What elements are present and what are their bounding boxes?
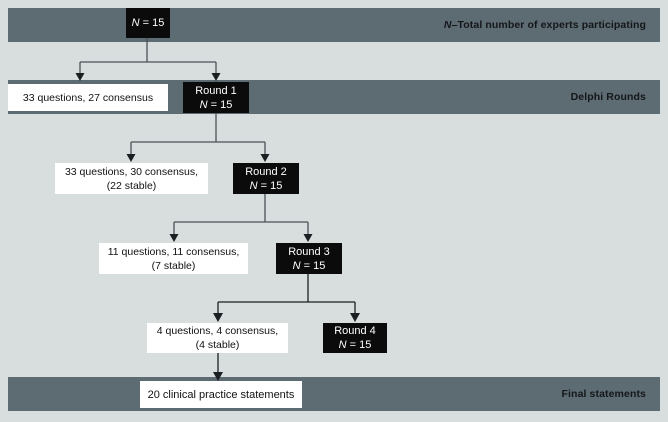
root-experts-box: N = 15 xyxy=(126,8,170,38)
result-round-1-box: 33 questions, 27 consensus xyxy=(8,84,168,111)
round-4-title: Round 4 xyxy=(334,325,376,337)
round-2-box: Round 2 N = 15 xyxy=(233,163,299,194)
round-3-title: Round 3 xyxy=(288,245,330,258)
result-round-1-line-1: 33 questions, 27 consensus xyxy=(22,91,154,104)
round-4-n: N = 15 xyxy=(338,339,372,351)
band-experts-label: N–Total number of experts participating xyxy=(444,19,646,31)
round-3-box: Round 3 N = 15 xyxy=(276,243,342,274)
final-statements-text: 20 clinical practice statements xyxy=(147,388,295,401)
result-round-3-box: 11 questions, 11 consensus, (7 stable) xyxy=(99,243,248,274)
round-1-n: N = 15 xyxy=(199,98,233,111)
result-round-4-line-1: 4 questions, 4 consensus, xyxy=(156,325,279,337)
result-round-3-line-1: 11 questions, 11 consensus, xyxy=(107,245,240,258)
round-1-title: Round 1 xyxy=(195,84,237,97)
result-round-4-box: 4 questions, 4 consensus, (4 stable) xyxy=(147,323,288,353)
final-statements-box: 20 clinical practice statements xyxy=(140,381,302,408)
round-3-n: N = 15 xyxy=(292,259,326,272)
round-2-title: Round 2 xyxy=(245,165,287,178)
band-delphi-rounds-label: Delphi Rounds xyxy=(570,91,646,103)
root-experts-n: N = 15 xyxy=(131,17,165,29)
result-round-4-line-2: (4 stable) xyxy=(195,339,240,351)
result-round-3-line-2: (7 stable) xyxy=(151,259,196,272)
result-round-2-line-2: (22 stable) xyxy=(106,179,157,192)
result-round-2-box: 33 questions, 30 consensus, (22 stable) xyxy=(55,163,208,194)
band-experts-label-text: –Total number of experts participating xyxy=(451,19,646,31)
band-final-statements: Final statements xyxy=(8,377,660,411)
band-final-statements-label: Final statements xyxy=(561,388,646,400)
round-2-n: N = 15 xyxy=(249,179,283,192)
band-experts: N–Total number of experts participating xyxy=(8,8,660,42)
round-4-box: Round 4 N = 15 xyxy=(323,323,387,353)
band-experts-label-symbol: N xyxy=(443,19,452,31)
round-1-box: Round 1 N = 15 xyxy=(183,82,249,113)
result-round-2-line-1: 33 questions, 30 consensus, xyxy=(64,165,199,178)
